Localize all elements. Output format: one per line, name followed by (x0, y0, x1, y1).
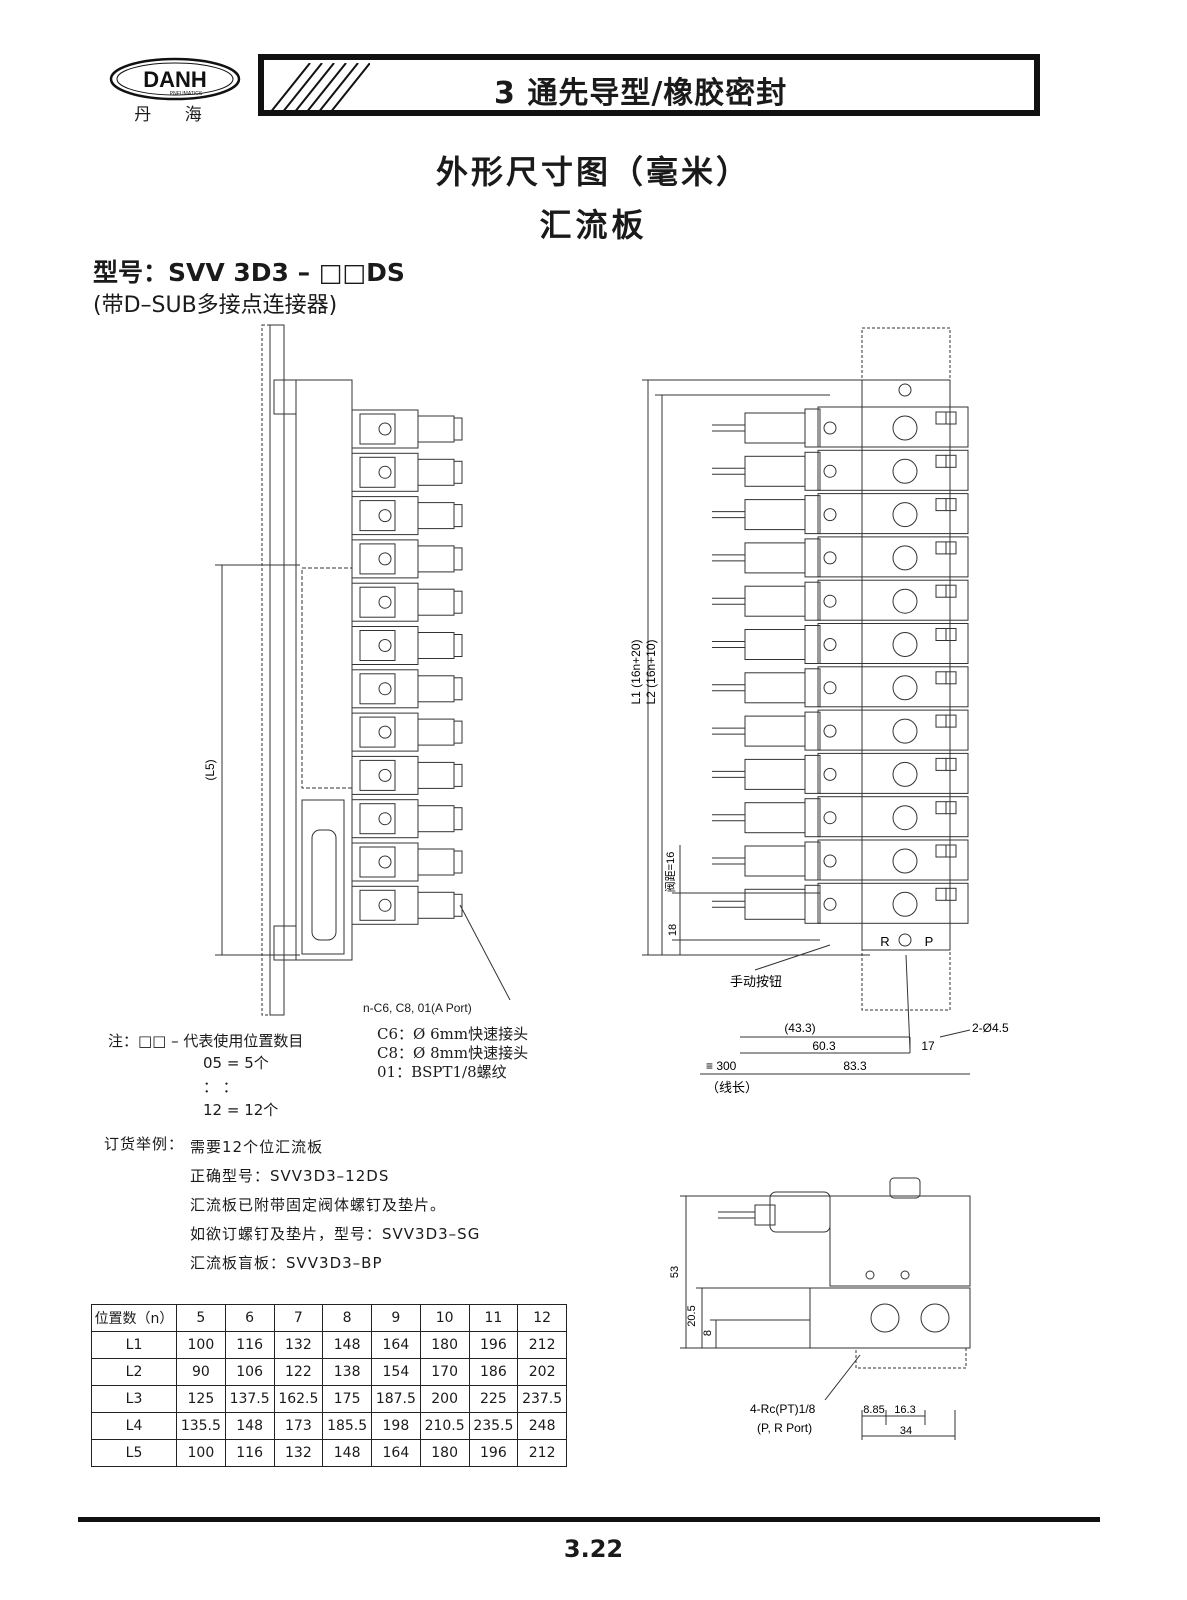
valve-unit-side (351, 626, 463, 665)
valve-unit-front (712, 752, 969, 794)
valve-unit-front (712, 493, 969, 535)
page-number: 3.22 (563, 1535, 624, 1563)
dim-34: 34 (900, 1425, 912, 1437)
valve-unit-side (351, 452, 463, 492)
note-line-1: 05 = 5个 (203, 1054, 269, 1072)
valve-unit-front (712, 882, 969, 924)
manifold-side-view: (L5) (203, 324, 511, 1016)
danh-logo: DANH PNEUMATICS (109, 57, 241, 101)
order-line: 如欲订螺钉及垫片，型号：SVV3D3–SG (190, 1225, 481, 1243)
logo-word: DANH (143, 67, 207, 92)
dim-17: 17 (921, 1039, 935, 1053)
valve-unit-front (712, 536, 969, 578)
note-line-3: 12 = 12个 (203, 1101, 279, 1119)
dim-l5: (L5) (203, 759, 217, 780)
dim-pitch: 阀距=16 (663, 852, 677, 893)
valve-unit-side (351, 582, 463, 622)
valve-unit-side (351, 539, 463, 579)
port-codes: C6：Ø 6mm快速接头 C8：Ø 8mm快速接头 01：BSPT1/8螺纹 (377, 1025, 528, 1082)
dim-l1: L1 (16n+20) (629, 639, 643, 704)
dim-300: ≡ 300 (706, 1059, 737, 1073)
valve-unit-side (351, 496, 463, 536)
valve-unit-side (351, 712, 463, 752)
order-line: 汇流板已附带固定阀体螺钉及垫片。 (190, 1196, 447, 1214)
order-line: 需要12个位汇流板 (190, 1138, 324, 1156)
valve-unit-front (712, 579, 969, 621)
port-code-c6: C6：Ø 6mm快速接头 (377, 1025, 529, 1043)
dim-60: 60.3 (812, 1039, 836, 1053)
section-header: 3 通先导型/橡胶密封 (258, 54, 1040, 116)
valve-unit-side (351, 409, 463, 449)
dim-8: 8 (702, 1330, 714, 1336)
note-line-2: ： ： (203, 1078, 238, 1096)
valve-unit-side (351, 799, 463, 839)
valve-unit-side (351, 669, 463, 709)
rc-port-label: 4-Rc(PT)1/8 (750, 1402, 816, 1416)
dim-8-85: 8.85 (863, 1404, 884, 1416)
wire-length-label: （线长） (706, 1080, 758, 1095)
model-description: (带D–SUB多接点连接器) (93, 293, 338, 318)
manifold-front-view: L1 (16n+20) L2 (16n+10) 阀距=16 18 手动按钮 (4… (629, 327, 1009, 1095)
page-title: 外形尺寸图（毫米） (435, 153, 751, 191)
valve-unit-front (712, 406, 969, 448)
order-line: 正确型号：SVV3D3–12DS (190, 1167, 390, 1185)
valve-unit-front (712, 623, 969, 664)
header-stripes (270, 63, 370, 113)
dim-20-5: 20.5 (686, 1305, 698, 1326)
manifold-section-view: 53 20.5 8 4-Rc(PT)1/8 (P, R Port) 8.85 1… (669, 1177, 971, 1440)
valve-unit-side (351, 755, 463, 795)
page-subtitle: 汇流板 (539, 206, 648, 244)
brand-chinese: 丹 海 (134, 105, 216, 125)
valve-unit-front (712, 666, 969, 708)
dim-53: 53 (669, 1266, 681, 1278)
port-a-label: n-C6, C8, 01(A Port) (363, 1001, 472, 1015)
port-r-label: R (880, 934, 889, 949)
valve-unit-side (351, 842, 463, 882)
valve-unit-front (712, 839, 969, 881)
dim-83: 83.3 (843, 1059, 867, 1073)
valve-unit-front (712, 709, 969, 751)
dim-16-3: 16.3 (894, 1404, 915, 1416)
valve-unit-front (712, 449, 969, 491)
valve-unit-front (712, 796, 969, 838)
section-title: 3 通先导型/橡胶密封 (494, 76, 788, 111)
order-example-lines: 需要12个位汇流板 正确型号：SVV3D3–12DS 汇流板已附带固定阀体螺钉及… (190, 1133, 480, 1278)
dim-18: 18 (667, 924, 679, 936)
valve-unit-side (351, 885, 463, 925)
logo-sub: PNEUMATICS (170, 91, 203, 97)
rc-port-sub: (P, R Port) (757, 1421, 812, 1435)
dim-hole: 2-Ø4.5 (972, 1021, 1009, 1035)
order-example-label: 订货举例： (104, 1135, 185, 1153)
note-label: 注：□□ – 代表使用位置数目 (108, 1032, 304, 1050)
model-number: 型号：SVV 3D3 – □□DS (93, 258, 405, 287)
port-code-c8: C8：Ø 8mm快速接头 (377, 1044, 529, 1062)
manual-button-label: 手动按钮 (730, 974, 782, 989)
footer-divider (78, 1517, 1100, 1522)
dim-l2: L2 (16n+10) (644, 639, 658, 704)
order-line: 汇流板盲板：SVV3D3–BP (190, 1254, 383, 1272)
port-code-01: 01：BSPT1/8螺纹 (377, 1063, 507, 1081)
port-p-label: P (925, 934, 934, 949)
dim-43: (43.3) (784, 1021, 815, 1035)
